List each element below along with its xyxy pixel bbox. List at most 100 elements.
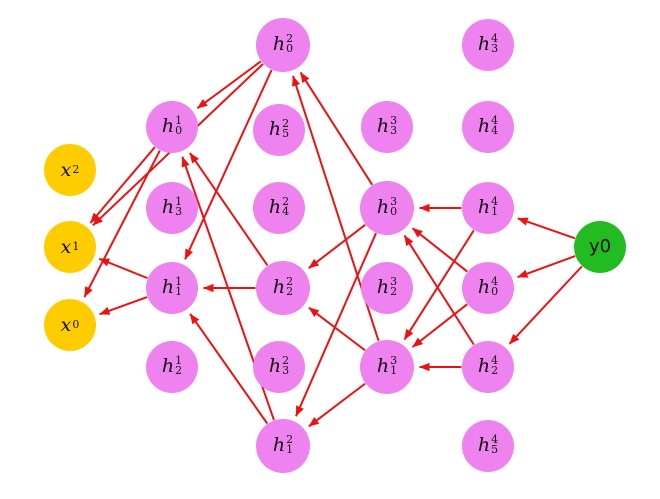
node-label-superscript: 1: [175, 114, 183, 128]
node-label-base: h: [161, 114, 175, 137]
node-label-superscript: 3: [390, 275, 398, 289]
node-label-base: h: [477, 32, 491, 55]
node-label-superscript: 2: [282, 354, 290, 368]
graph-edge: [308, 223, 366, 269]
node-label-subscript: 0: [390, 205, 398, 219]
node-label-subscript: 5: [282, 127, 290, 141]
graph-edge: [89, 146, 156, 224]
node-label-subscript: 1: [286, 443, 294, 457]
node-label-scripts: 1: [72, 240, 80, 253]
node-label-base: h: [376, 275, 390, 298]
node-label-base: x: [60, 235, 72, 258]
node-label-superscript: 4: [491, 275, 499, 289]
node-label-subscript: 1: [72, 240, 80, 253]
node-label-superscript: 2: [286, 32, 294, 46]
node-label-base: x: [60, 313, 72, 336]
node-label-subscript: 3: [491, 42, 499, 56]
node-label-subscript: 0: [491, 285, 499, 299]
node-label-base: h: [272, 32, 286, 55]
node-label-base: h: [376, 195, 390, 218]
node-label-subscript: 2: [390, 285, 398, 299]
graph-edge: [83, 150, 161, 298]
graph-edge: [411, 303, 468, 348]
node-label-subscript: 3: [390, 124, 398, 138]
node-label-base: x: [60, 158, 72, 181]
node-label-superscript: 4: [491, 32, 499, 46]
node-label-subscript: 1: [390, 364, 398, 378]
node-label-superscript: 3: [390, 354, 398, 368]
node-label-superscript: 1: [175, 195, 183, 209]
graph-edge: [308, 306, 366, 352]
node-label-subscript: 5: [491, 443, 499, 457]
graph-node-y0[interactable]: y0: [574, 221, 626, 273]
node-label-base: h: [161, 195, 175, 218]
node-label-base: h: [477, 275, 491, 298]
node-label-subscript: 0: [175, 124, 183, 138]
node-label-scripts: 0: [72, 319, 79, 330]
node-label-base: h: [272, 433, 286, 456]
graph-edge: [403, 229, 475, 341]
graph-edge: [517, 217, 576, 240]
node-label-superscript: 4: [491, 433, 499, 447]
node-label-base: h: [268, 117, 282, 140]
node-label-superscript: 2: [286, 433, 294, 447]
node-label-subscript: 2: [175, 364, 183, 378]
graph-edge: [99, 296, 148, 316]
node-label-base: h: [376, 354, 390, 377]
node-label-scripts: 2: [72, 164, 79, 175]
graph-edge: [184, 69, 273, 260]
node-label-superscript: 3: [390, 114, 398, 128]
graph-edge: [411, 227, 468, 273]
node-label-y0: y0: [588, 236, 612, 257]
graph-edge: [189, 313, 269, 425]
node-label-base: h: [268, 195, 282, 218]
